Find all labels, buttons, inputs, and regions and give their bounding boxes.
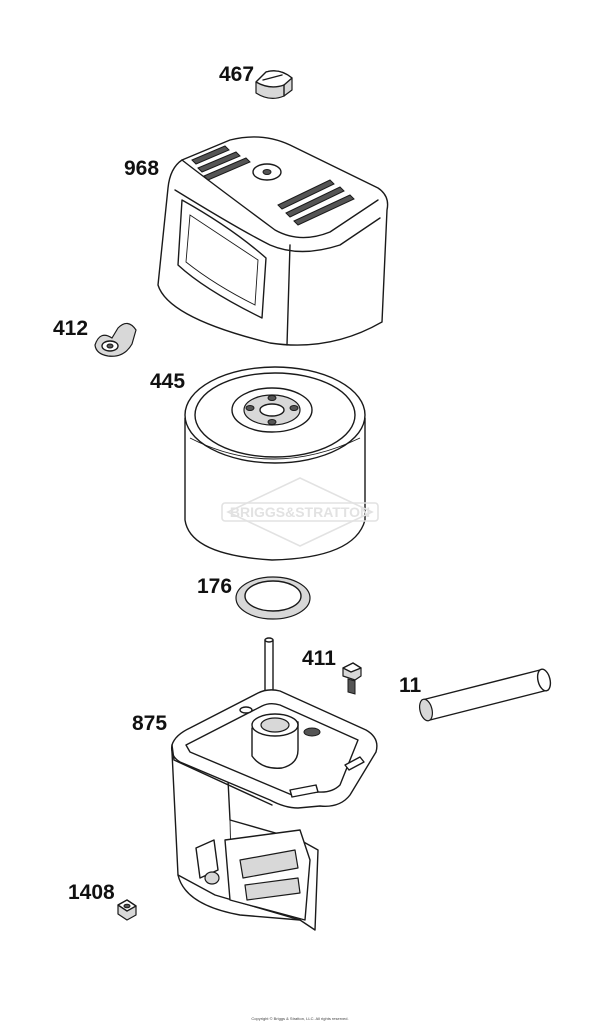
callout-875: 875: [132, 712, 168, 735]
copyright-notice: Copyright © Briggs & Stratton, LLC. All …: [251, 1016, 349, 1021]
watermark-text: BRIGGS&STRATTON: [230, 504, 370, 520]
part-875-base: [170, 637, 378, 931]
callout-176: 176: [197, 575, 233, 598]
callout-1408: 1408: [68, 881, 115, 904]
part-411-bolt: [342, 662, 362, 695]
part-968-cover: [157, 136, 389, 346]
part-176-gasket: [235, 576, 311, 620]
callout-445: 445: [150, 370, 186, 393]
callout-11: 11: [399, 674, 422, 697]
callout-467: 467: [219, 63, 255, 86]
part-1408-nut: [117, 899, 137, 921]
part-11-tube: [418, 668, 552, 722]
callout-968: 968: [124, 157, 160, 180]
callout-411: 411: [302, 647, 336, 670]
part-445-filter: BRIGGS&STRATTON: [184, 366, 379, 561]
part-467-knob: [255, 70, 293, 99]
callout-412: 412: [53, 317, 89, 340]
part-412-wing-nut: [94, 322, 137, 357]
